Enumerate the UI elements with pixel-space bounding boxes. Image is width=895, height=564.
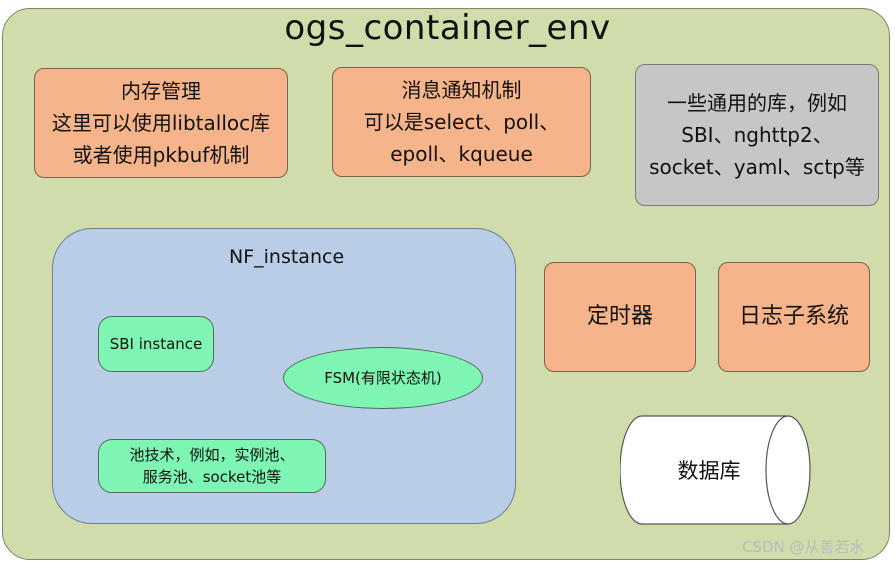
database-cylinder: 数据库 [620, 415, 812, 525]
logging-subsystem-box: 日志子系统 [718, 262, 870, 372]
memory-management-box: 内存管理 这里可以使用libtalloc库 或者使用pkbuf机制 [34, 68, 288, 178]
common-libraries-box: 一些通用的库，例如 SBI、nghttp2、 socket、yaml、sctp等 [635, 64, 879, 206]
timer-label: 定时器 [586, 304, 653, 329]
message-line-3: epoll、kqueue [390, 142, 533, 166]
library-line-2: SBI、nghttp2、 [681, 123, 833, 147]
nf-instance-title: NF_instance [229, 246, 345, 268]
logging-label: 日志子系统 [738, 304, 849, 329]
library-line-1: 一些通用的库，例如 [667, 91, 847, 115]
database-label: 数据库 [677, 459, 741, 483]
database-cylinder-shape [620, 415, 811, 525]
library-line-3: socket、yaml、sctp等 [649, 155, 865, 179]
memory-line-1: 内存管理 [121, 79, 201, 103]
pool-line-1: 池技术，例如，实例池、 [129, 446, 295, 464]
diagram-title: ogs_container_env [284, 8, 611, 48]
pool-technique-box: 池技术，例如，实例池、 服务池、socket池等 [98, 439, 326, 493]
message-line-2: 可以是select、poll、 [363, 110, 560, 134]
message-notification-box: 消息通知机制 可以是select、poll、 epoll、kqueue [332, 67, 591, 177]
pool-line-2: 服务池、socket池等 [142, 468, 282, 486]
memory-line-2: 这里可以使用libtalloc库 [51, 111, 271, 135]
memory-line-3: 或者使用pkbuf机制 [72, 143, 250, 167]
timer-box: 定时器 [544, 262, 696, 372]
message-line-1: 消息通知机制 [401, 78, 522, 102]
sbi-instance-box: SBI instance [98, 316, 214, 372]
fsm-ellipse: FSM(有限状态机) [283, 347, 483, 409]
sbi-instance-label: SBI instance [109, 335, 203, 353]
csdn-watermark: CSDN @从善若水 [742, 538, 865, 556]
fsm-label: FSM(有限状态机) [324, 369, 442, 387]
